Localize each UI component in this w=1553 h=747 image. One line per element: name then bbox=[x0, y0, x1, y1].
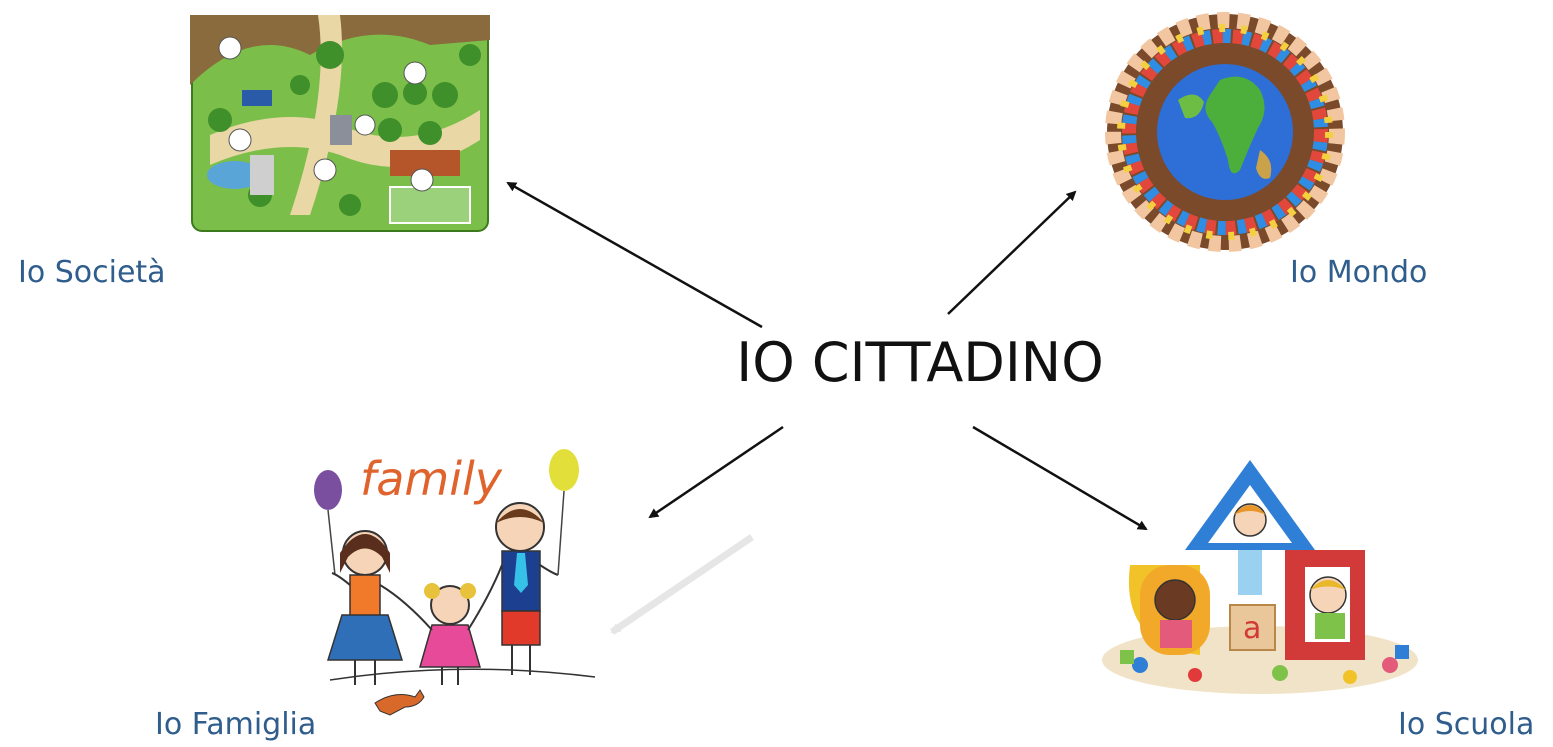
arrow-to-mondo bbox=[947, 190, 1077, 315]
label-io-societa: Io Società bbox=[18, 255, 166, 290]
family-drawing-illustration: family bbox=[314, 449, 596, 716]
label-io-scuola: Io Scuola bbox=[1398, 707, 1535, 742]
label-io-mondo: Io Mondo bbox=[1290, 255, 1428, 290]
family-word: family bbox=[360, 452, 503, 506]
block-letter: a bbox=[1243, 611, 1261, 646]
arrow-to-famiglia bbox=[648, 425, 784, 519]
arrow-to-scuola bbox=[972, 425, 1148, 531]
children-playing-with-blocks-illustration: a bbox=[1102, 460, 1418, 694]
faint-arrow bbox=[610, 534, 754, 635]
town-map-illustration bbox=[190, 15, 490, 232]
label-io-famiglia: Io Famiglia bbox=[155, 707, 317, 742]
central-title: IO CITTADINO bbox=[736, 331, 1104, 394]
children-around-globe-illustration bbox=[1105, 12, 1345, 252]
arrow-to-societa bbox=[506, 181, 763, 329]
